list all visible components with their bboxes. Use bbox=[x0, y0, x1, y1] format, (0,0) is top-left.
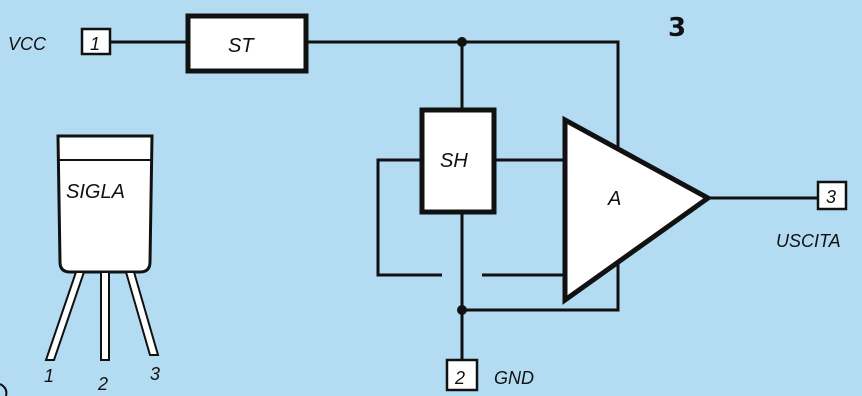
pin-3-number: 3 bbox=[826, 187, 836, 207]
pin-2-box bbox=[445, 358, 479, 392]
junction-top bbox=[457, 37, 467, 47]
output-label: USCITA bbox=[776, 231, 841, 251]
lead-3 bbox=[124, 271, 160, 356]
pin-2-number: 2 bbox=[454, 368, 465, 388]
lead-1-label: 1 bbox=[44, 366, 54, 386]
sample-hold-block bbox=[419, 107, 497, 215]
edge-mark bbox=[0, 383, 8, 396]
lead-1 bbox=[44, 271, 86, 361]
lead-3-label: 3 bbox=[150, 364, 160, 384]
pin-1-number: 1 bbox=[90, 34, 100, 54]
lead-2-label: 2 bbox=[97, 374, 108, 394]
vcc-label: VCC bbox=[8, 34, 47, 54]
pin-3-box bbox=[816, 180, 848, 211]
amplifier-label: A bbox=[607, 188, 621, 210]
figure-number: 3 bbox=[668, 13, 686, 43]
sample-hold-label: SH bbox=[440, 150, 468, 172]
component-package: SIGLA 1 2 3 bbox=[44, 134, 160, 394]
lead-2 bbox=[100, 271, 110, 361]
package-body bbox=[56, 134, 154, 274]
package-marking: SIGLA bbox=[66, 181, 125, 203]
stabilizer-label: ST bbox=[228, 35, 255, 57]
junction-bottom bbox=[457, 305, 467, 315]
gnd-label: GND bbox=[494, 368, 534, 388]
amplifier-triangle bbox=[562, 115, 713, 305]
feedback-loop bbox=[376, 158, 442, 277]
pin-1-box bbox=[80, 27, 112, 56]
